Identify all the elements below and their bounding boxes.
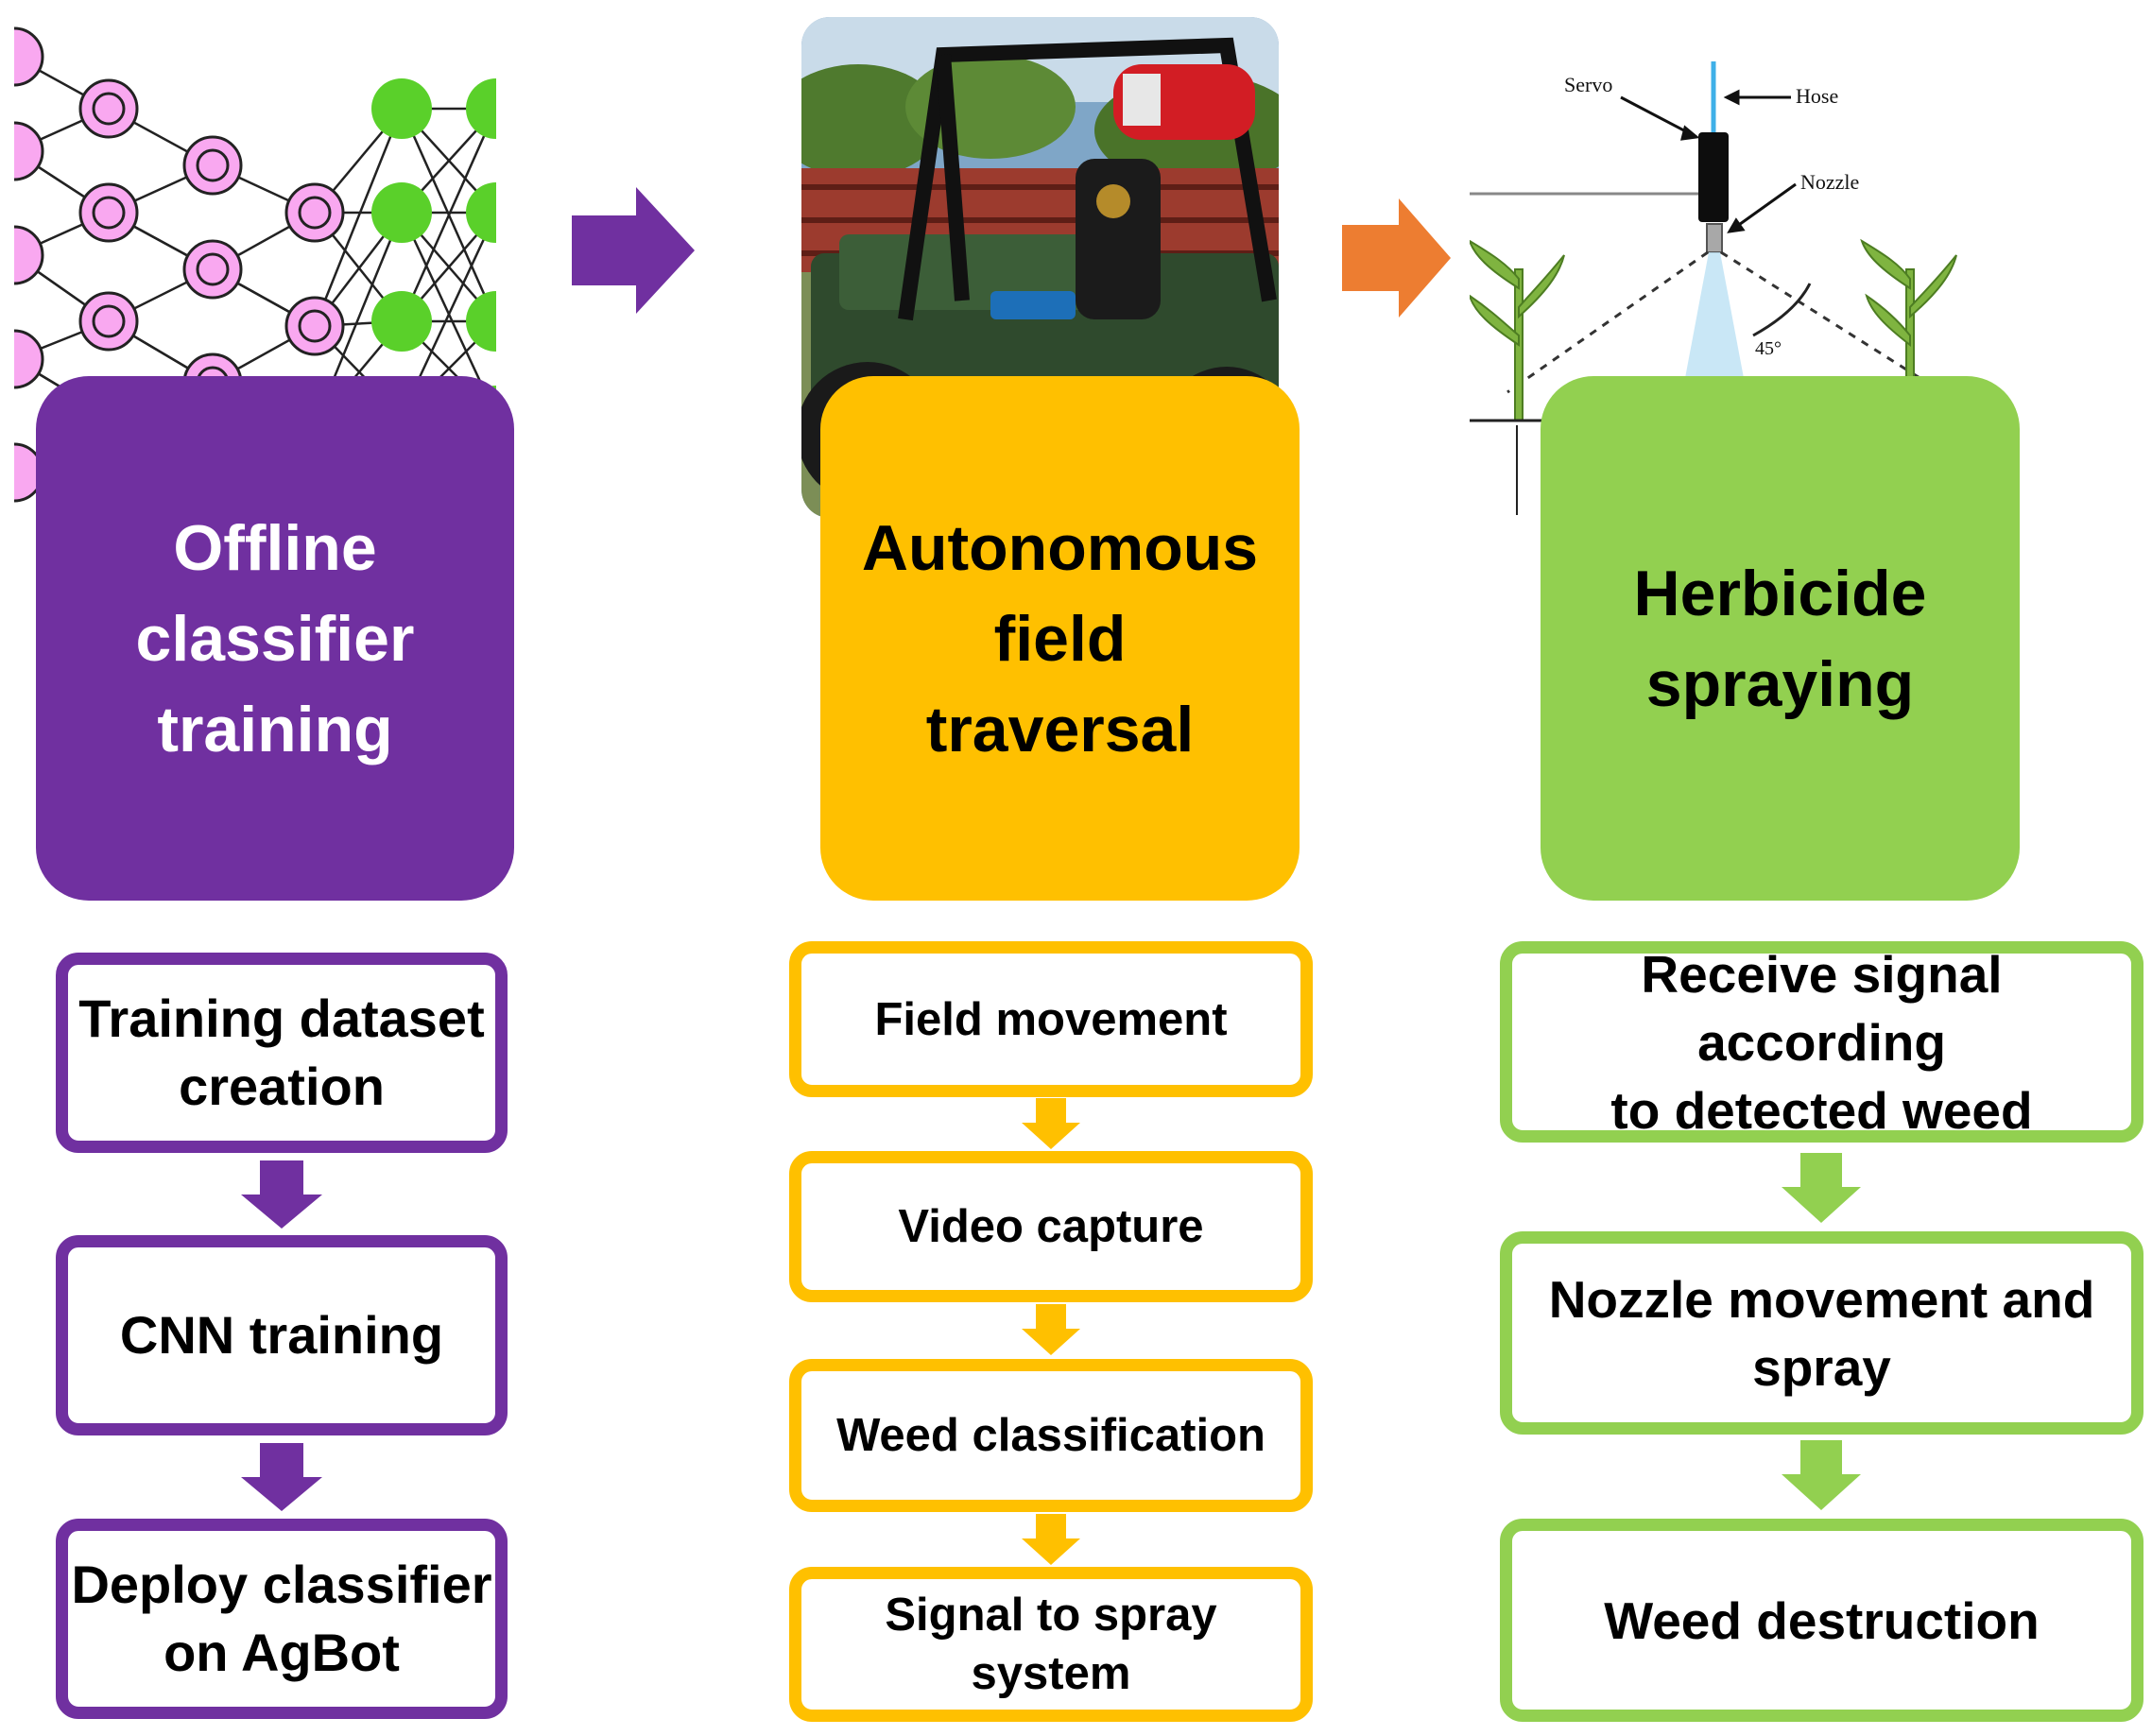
- down-arrow-yellow-icon: [1022, 1514, 1080, 1565]
- right-arrow-orange-icon: [1342, 198, 1451, 318]
- down-arrow-yellow-icon: [1022, 1098, 1080, 1149]
- nozzle-label: Nozzle: [1800, 170, 1859, 194]
- header-herbicide-spraying: Herbicide spraying: [1541, 376, 2020, 901]
- step-training-dataset-creation: Training dataset creation: [56, 953, 508, 1153]
- hose-label: Hose: [1796, 84, 1838, 108]
- servo-label: Servo: [1564, 73, 1612, 96]
- down-arrow-purple-icon: [241, 1443, 322, 1511]
- step-nozzle-movement-and-spray: Nozzle movement and spray: [1500, 1231, 2143, 1435]
- step-weed-classification: Weed classification: [789, 1359, 1313, 1512]
- down-arrow-green-icon: [1782, 1153, 1861, 1223]
- down-arrow-green-icon: [1782, 1440, 1861, 1510]
- angle-label: 45°: [1755, 338, 1782, 359]
- down-arrow-yellow-icon: [1022, 1304, 1080, 1355]
- right-arrow-purple-icon: [572, 187, 695, 314]
- down-arrow-purple-icon: [241, 1160, 322, 1229]
- step-video-capture: Video capture: [789, 1151, 1313, 1302]
- step-field-movement: Field movement: [789, 941, 1313, 1097]
- step-weed-destruction: Weed destruction: [1500, 1519, 2143, 1722]
- step-deploy-classifier: Deploy classifier on AgBot: [56, 1519, 508, 1719]
- step-signal-to-spray-system: Signal to spray system: [789, 1567, 1313, 1722]
- header-autonomous-field-traversal: Autonomous field traversal: [820, 376, 1300, 901]
- header-offline-classifier-training: Offline classifier training: [36, 376, 514, 901]
- step-receive-signal: Receive signal according to detected wee…: [1500, 941, 2143, 1143]
- step-cnn-training: CNN training: [56, 1235, 508, 1435]
